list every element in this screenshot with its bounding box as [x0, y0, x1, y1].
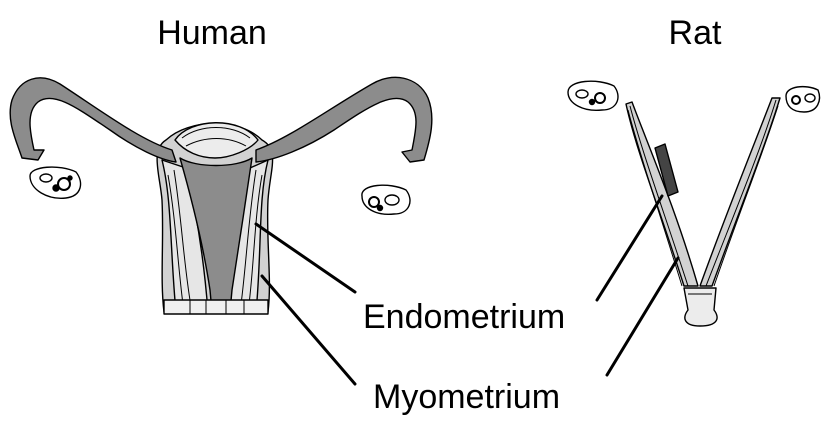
human-right-fallopian-tube: [256, 77, 432, 162]
human-left-ovary: [30, 167, 81, 198]
rat-uterus-illustration: [568, 81, 819, 326]
human-right-ovary: [362, 185, 410, 214]
rat-left-ovary: [568, 81, 618, 110]
human-endometrium-leader: [256, 224, 355, 292]
rat-myometrium-leader: [607, 258, 678, 375]
rat-endometrium-leader: [597, 196, 662, 300]
rat-title: Rat: [669, 14, 722, 52]
human-cervix: [164, 300, 268, 314]
myometrium-label: Myometrium: [373, 378, 560, 416]
rat-right-uterine-horn: [700, 98, 780, 286]
rat-right-ovary: [786, 87, 819, 112]
endometrium-label: Endometrium: [363, 298, 565, 336]
leader-lines: [256, 196, 678, 384]
human-myometrium-leader: [262, 276, 355, 384]
human-uterus-illustration: [10, 77, 432, 314]
human-left-fallopian-tube: [10, 78, 176, 162]
human-title: Human: [157, 14, 267, 52]
